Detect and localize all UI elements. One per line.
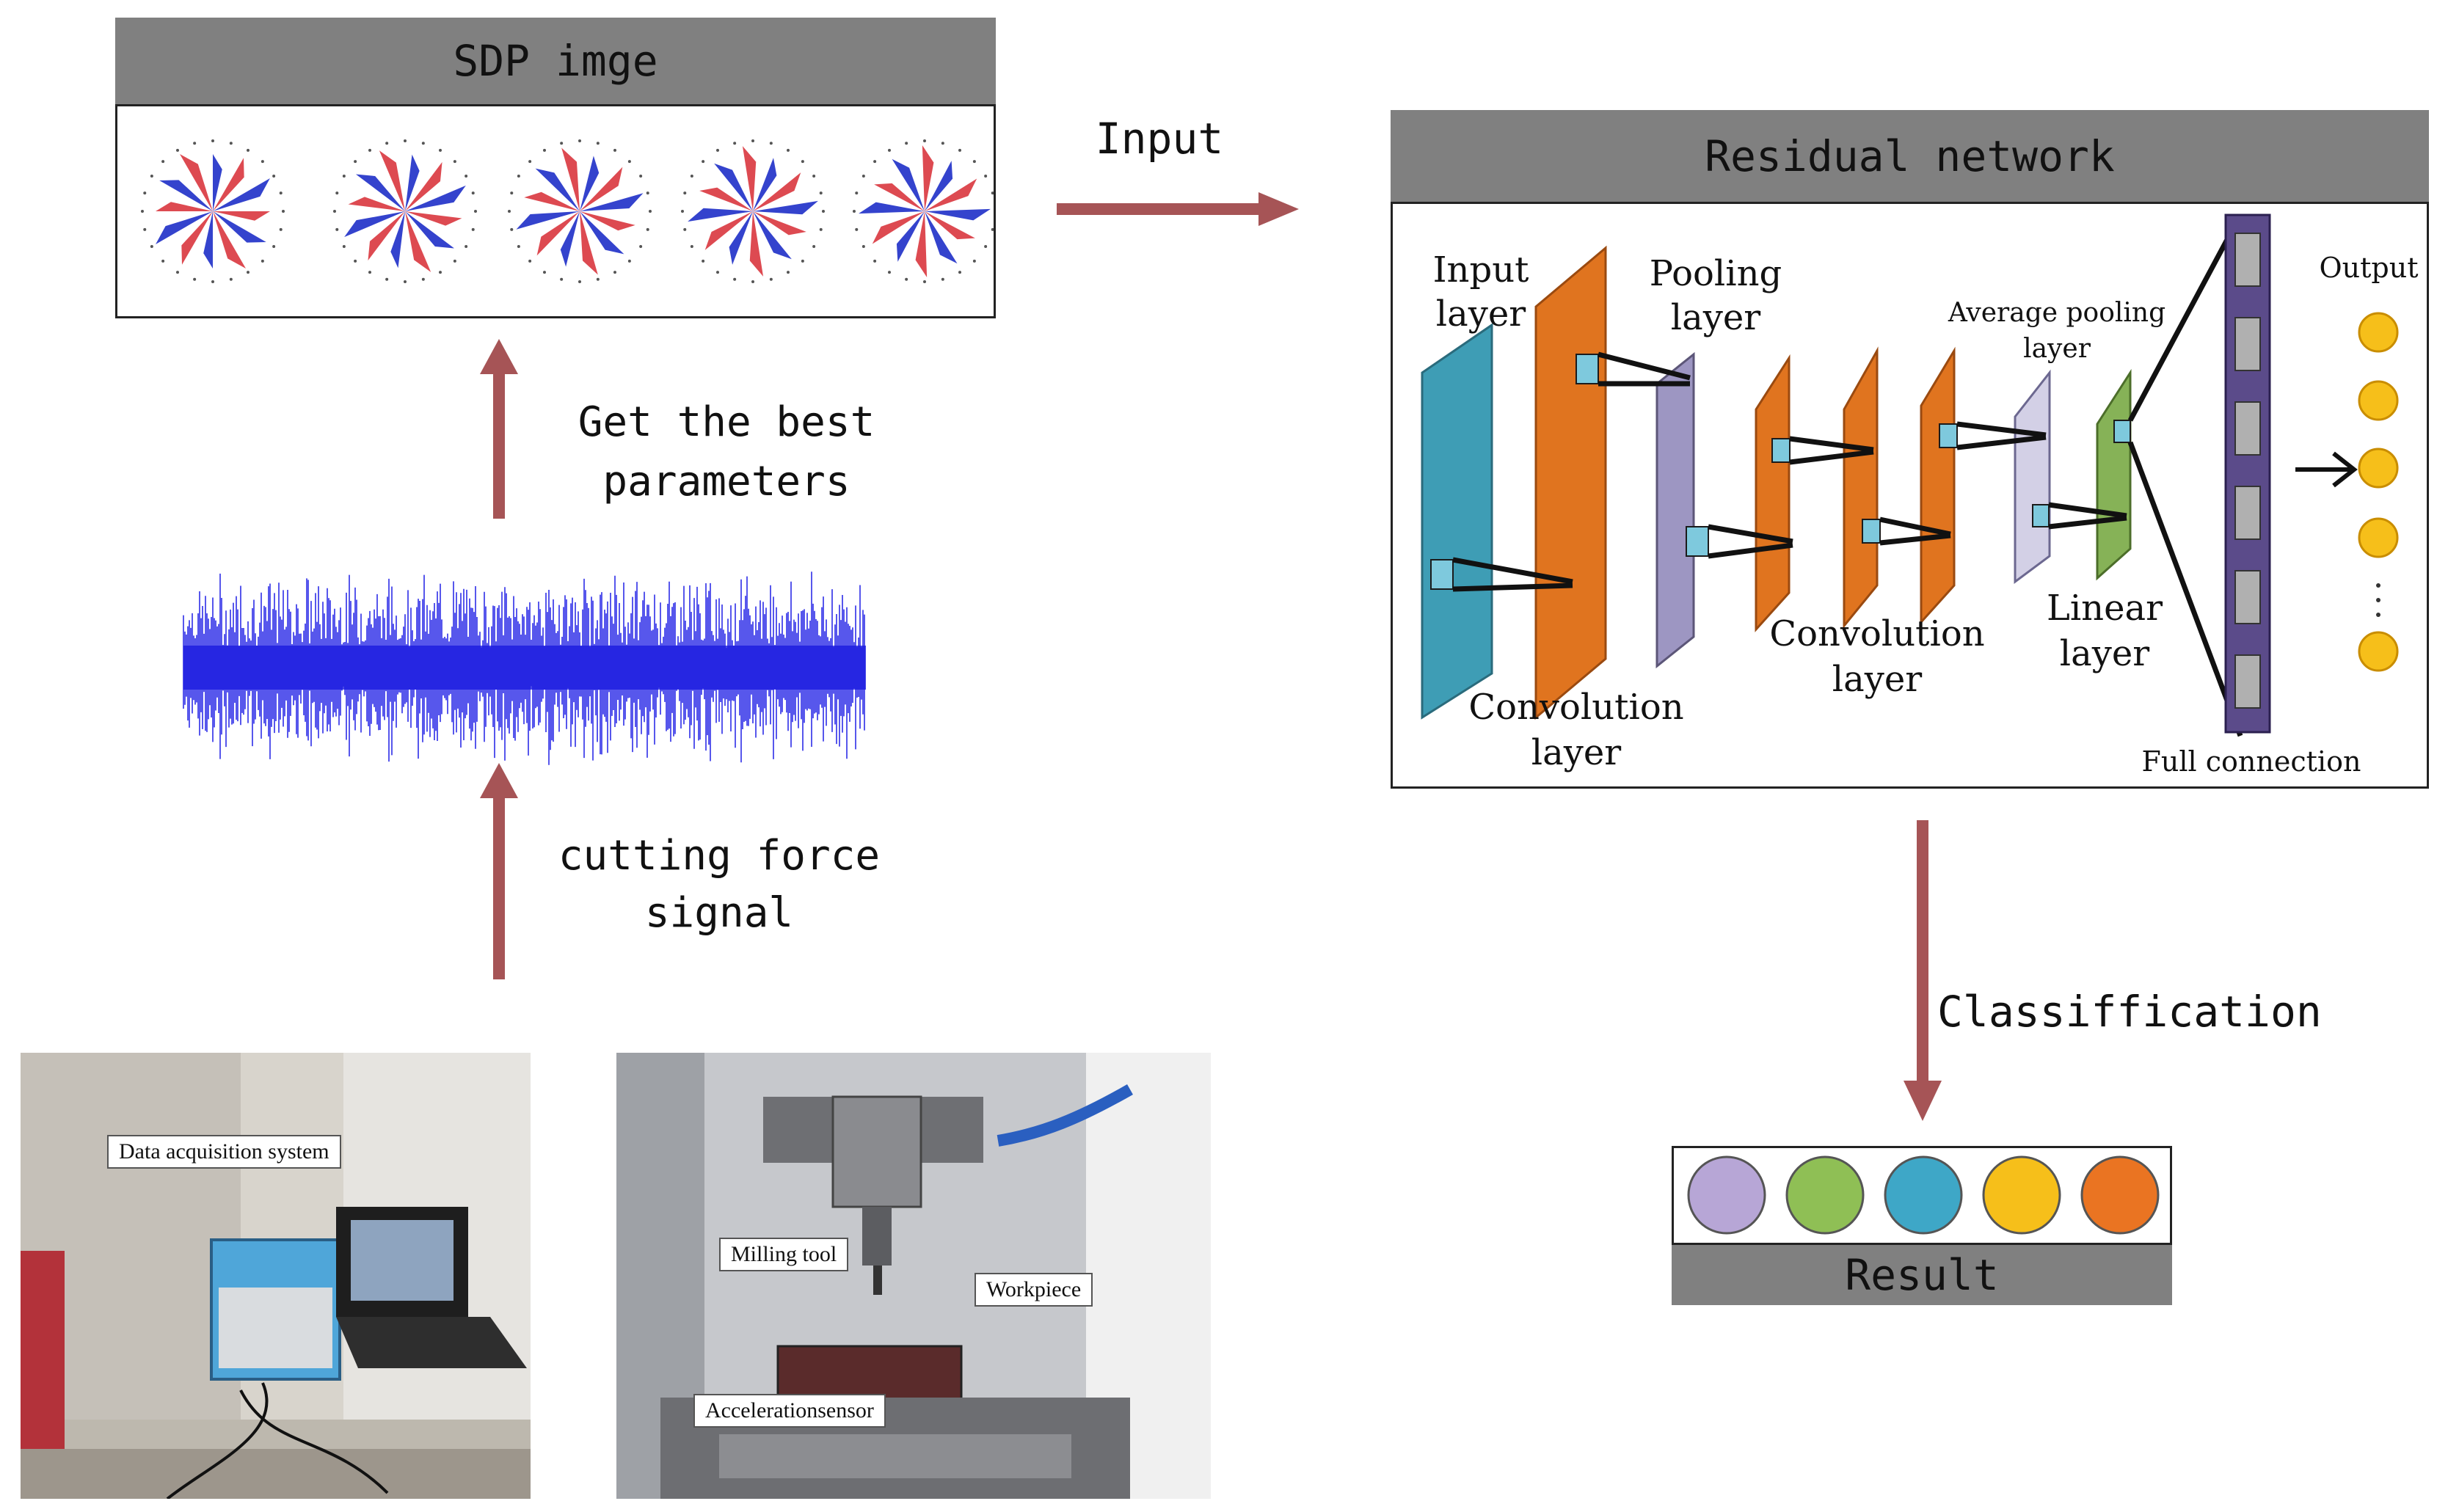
convolution-layer-2-label: Convolution layer [1769,613,1985,701]
classification-label: Classiffication [1937,987,2322,1037]
result-circle-yellow [1982,1155,2061,1235]
workpiece [776,1345,963,1403]
sdp-panel-title: SDP imge [453,36,658,86]
sdp-snowflake [681,139,825,283]
sdp-panel-header: SDP imge [115,18,996,104]
linear-layer-plate [2096,368,2132,581]
output-label: Output [2319,252,2419,284]
result-label-bar: Result [1672,1245,2172,1305]
convolution-layer-1-label: Convolution layer [1468,687,1684,774]
linear-layer-label: Linear layer [2046,588,2163,675]
output-node [2358,448,2399,489]
result-circle-blue [1884,1155,1963,1235]
result-circle-purple [1687,1155,1766,1235]
average-pooling-layer-plate [2014,369,2051,584]
laptop-base [336,1317,527,1368]
sdp-snowflake [141,139,285,283]
sdp-snowflake-images [141,139,994,283]
sdp-snowflake [333,139,477,283]
get-best-parameters-arrow [480,339,518,519]
result-label: Result [1845,1250,1999,1300]
output-node [2358,517,2399,558]
output-node [2358,631,2399,672]
pooling-layer-label: Pooling layer [1649,253,1782,338]
spindle [831,1095,922,1208]
full-connection-column [2224,213,2271,734]
pooling-layer-plate [1655,351,1695,669]
workpiece-caption: Workpiece [975,1273,1093,1307]
result-circle-orange [2080,1155,2160,1235]
milling-tool-caption: Milling tool [719,1238,849,1271]
result-circles [1687,1155,2160,1235]
network-layers [1421,213,2399,737]
residual-network-diagram: Input layer Pooling layer Average poolin… [1391,202,2429,789]
convolution-layer-4-plate [1920,346,1956,625]
cutting-force-signal-waveform [183,571,866,765]
residual-panel-header: Residual network [1391,110,2429,202]
convolution-layer-3-plate [1843,346,1879,629]
milling-setup-photo: Milling tool Workpiece Accelerationsenso… [616,1053,1211,1499]
result-circle-green [1785,1155,1865,1235]
convolution-layer-2-plate [1755,354,1791,632]
input-layer-plate [1421,323,1493,720]
input-arrow [1057,192,1299,226]
sdp-image-strip [115,104,996,318]
data-acquisition-photo: Data acquisition system [21,1053,531,1499]
convolution-layer-1-plate [1534,245,1607,720]
acceleration-sensor-caption: Accelerationsensor [693,1394,886,1428]
average-pooling-layer-label: Average pooling layer [1948,298,2166,364]
residual-panel-title: Residual network [1705,131,2115,181]
output-arrow [2295,451,2358,488]
input-layer-label: Input layer [1432,249,1529,335]
result-circles-box [1672,1146,2172,1245]
data-acquisition-caption: Data acquisition system [107,1135,341,1169]
get-best-parameters-label: Get the best parameters [578,398,875,506]
cutting-force-arrow [480,763,518,979]
cutting-force-signal-label: cutting force signal [558,832,881,938]
output-node [2358,312,2399,353]
full-connection-label: Full connection [2141,745,2361,778]
input-arrow-label: Input [1095,114,1224,164]
sdp-snowflake [853,139,994,283]
classification-arrow [1904,820,1942,1121]
output-node [2358,380,2399,421]
sdp-snowflake [508,139,652,283]
